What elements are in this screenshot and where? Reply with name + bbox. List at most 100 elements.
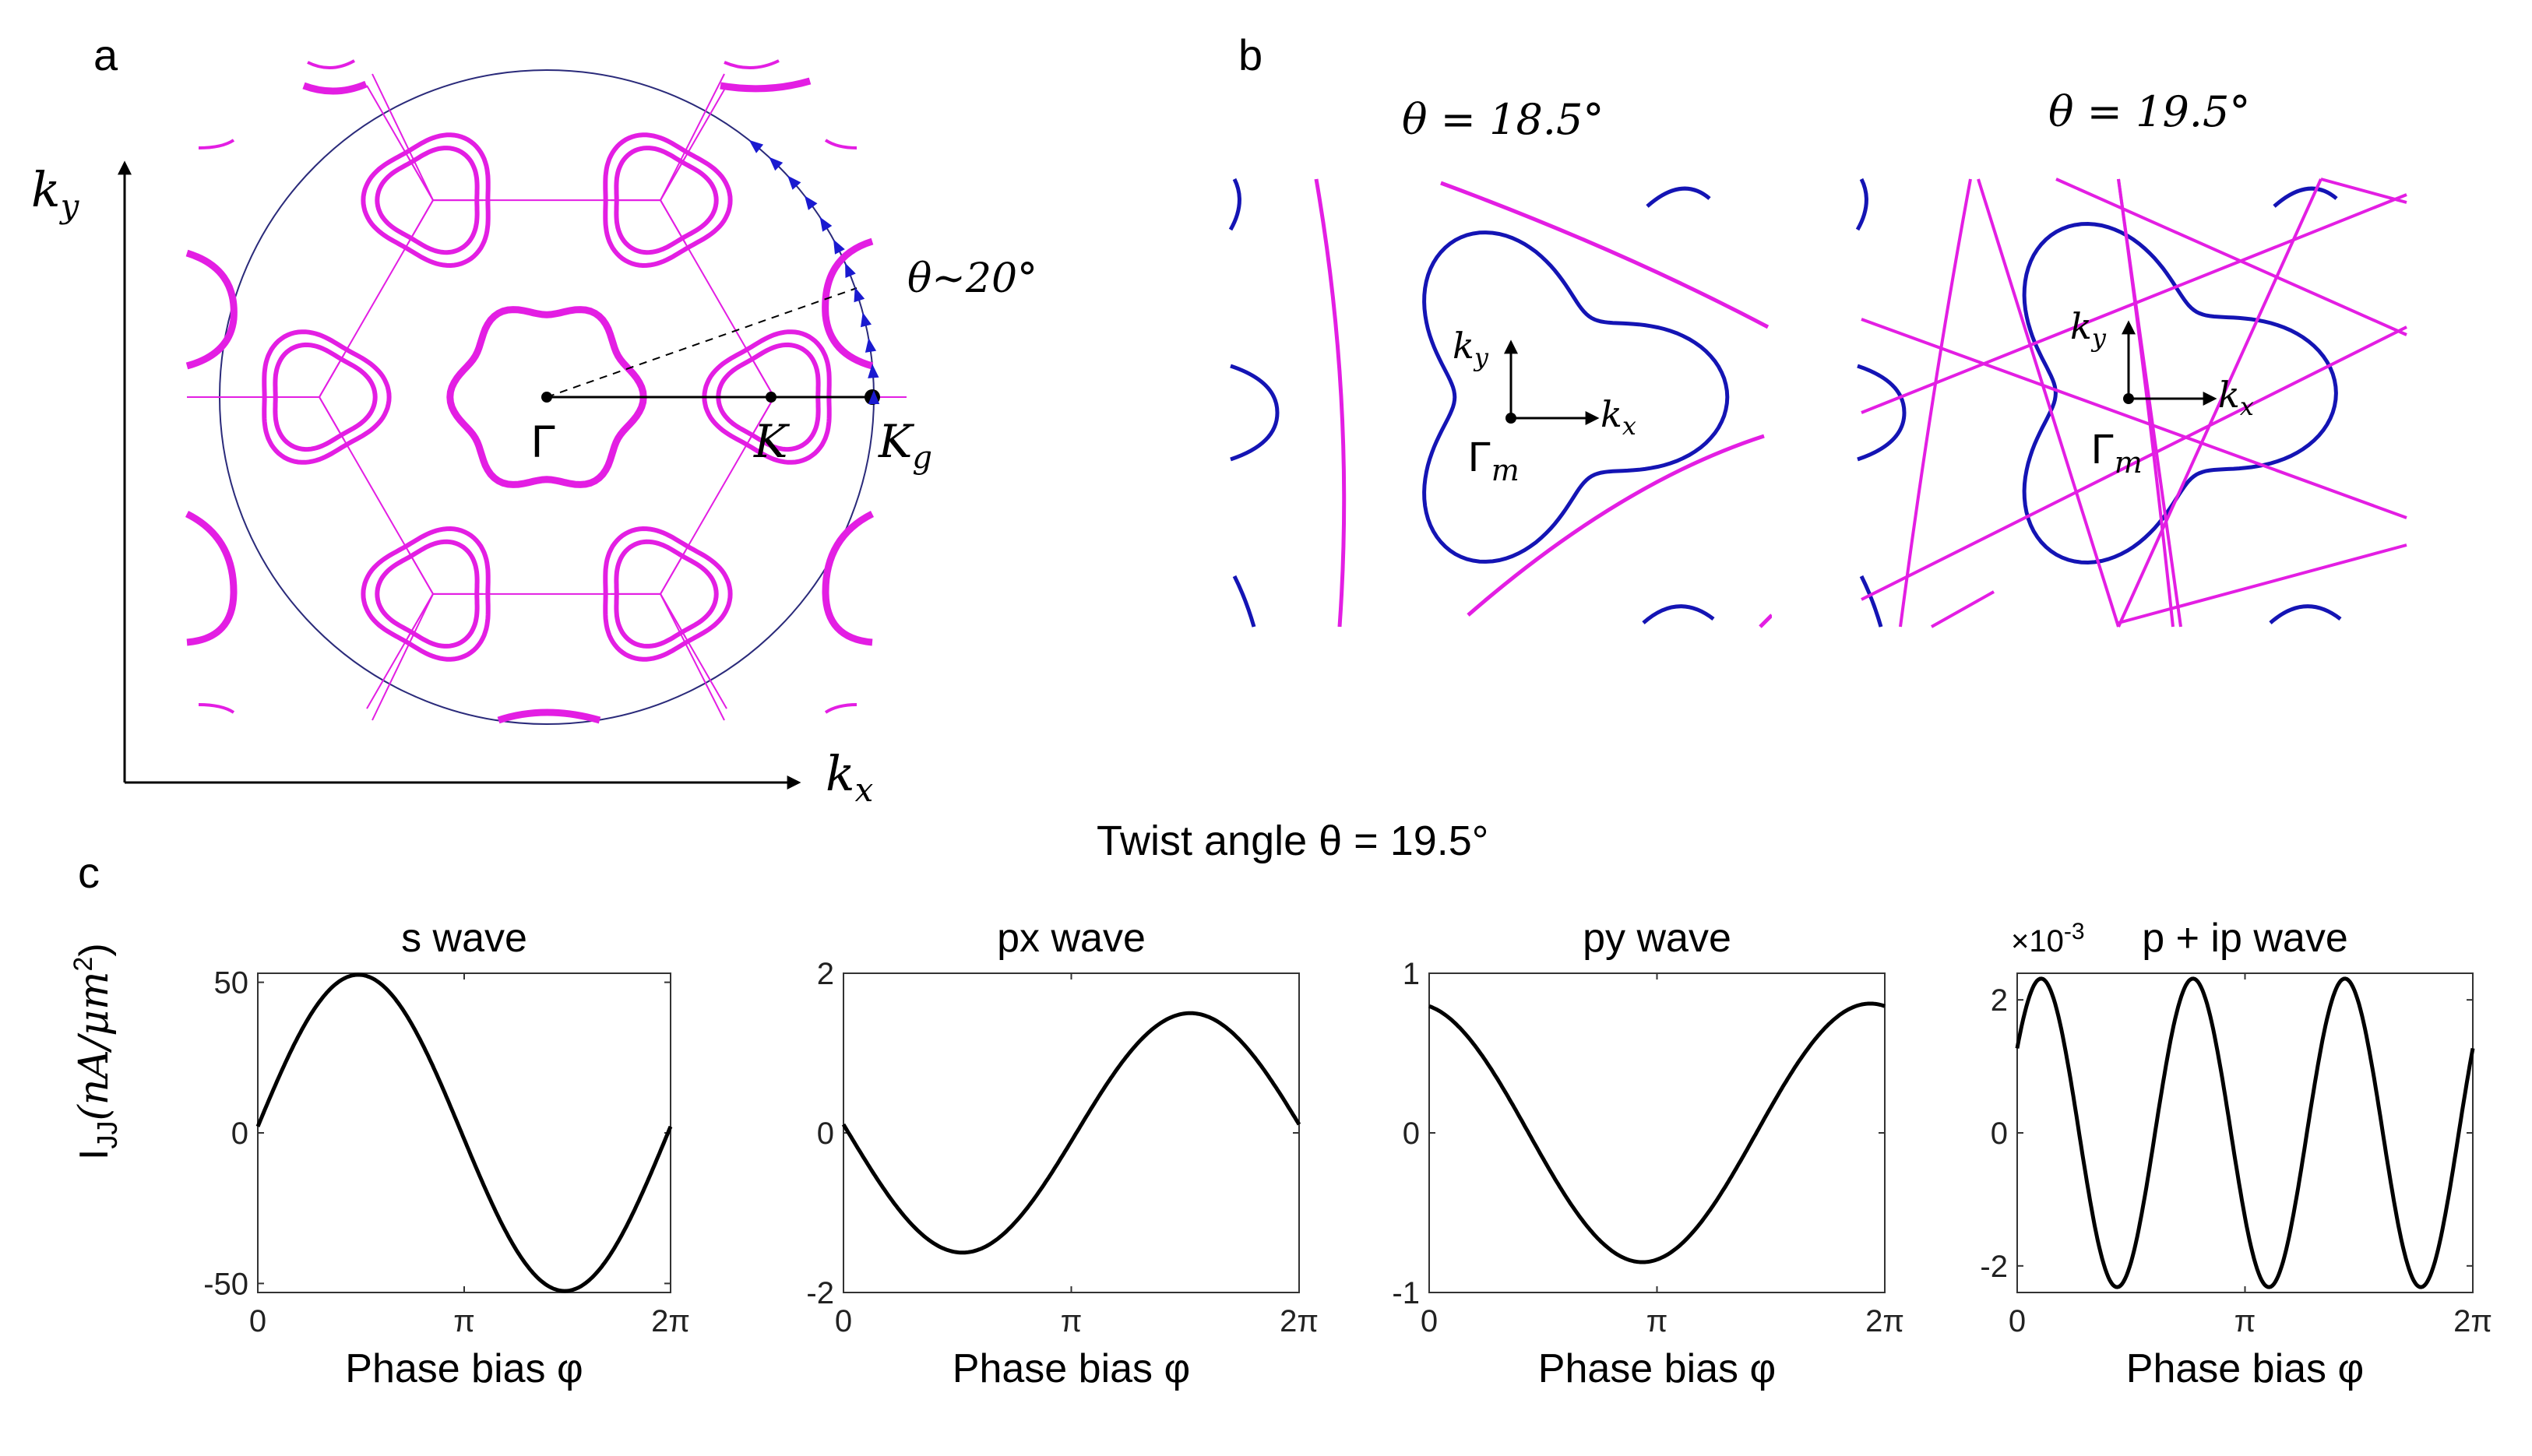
magenta-fermi-line [1759,614,1772,628]
panel-b-right-gamma-label: Γm [2091,426,2143,480]
gamma-point [541,392,552,403]
x-tick-label: 0 [835,1304,852,1338]
panel-c-title: Twist angle θ = 19.5° [1097,818,1488,864]
blue-fermi-arc [1228,178,1241,231]
y-tick-label: 0 [817,1117,834,1151]
x-tick-label: 2π [1280,1304,1319,1338]
y-tick-label: 0 [1403,1117,1420,1151]
twist-arrow-marker [833,239,845,255]
magenta-fermi-line [2320,178,2407,204]
chart-1-title: s wave [401,916,527,961]
blue-fermi-arc [1859,575,1883,628]
k-pocket-inner [375,539,480,649]
pocket-spoke [748,396,775,441]
outer-fermi-arc-thin [724,59,780,70]
panel-a-fermi-surfaces [185,59,907,725]
magenta-fermi-line [1861,318,2407,519]
pocket-spoke [660,550,686,595]
outer-fermi-arc [185,510,238,646]
magenta-fermi-line [1861,325,2407,601]
panel-label-a: a [93,30,118,79]
panel-a-ky-label: ky [31,161,80,225]
chart-4-plot-area [2016,972,2474,1293]
outer-fermi-arc [720,77,812,93]
blue-fermi-arc [1857,364,1907,462]
twist-arrow-marker [787,175,801,190]
y-tick-label: 2 [1991,983,2008,1018]
outer-fermi-arc-thin [198,139,235,149]
chart-2-title: px wave [997,916,1146,961]
twist-dashed-line [546,287,857,398]
panel-b-right-origin [2123,393,2134,404]
twist-arrow-marker [748,139,764,153]
pocket-spoke [748,353,775,398]
panel-label-c: c [78,848,100,897]
k-pocket-inner [375,146,480,255]
honeycomb-edge-outer [660,593,725,721]
k-pocket-outer [361,132,491,269]
chart-1-plot-area [257,972,671,1293]
y-tick-label: 50 [214,966,249,1001]
gamma-pocket [446,306,647,488]
blue-fermi-arc [1232,575,1256,628]
panel-b-right-title: θ = 19.5° [2048,87,2250,136]
x-tick-label: 2π [651,1304,690,1338]
panel-a-brillouin-diagram [118,59,907,790]
y-tick-label: -1 [1392,1276,1420,1310]
twist-arrow-marker [854,287,865,303]
gamma-m-pocket [1422,230,1730,564]
panel-a-angle-label: θ~20° [907,255,1037,302]
x-tick-label: π [2234,1304,2256,1338]
k-pocket-outer [262,329,392,465]
magenta-fermi-line [2055,178,2407,336]
chart-1-current-curve [255,972,673,1293]
twist-arrow-marker [868,364,879,378]
blue-fermi-arc [2269,604,2342,624]
magenta-fermi-line [1467,434,1765,617]
twist-arrow-marker [804,195,818,210]
chart-4-x-label: Phase bias φ [2126,1346,2364,1391]
magenta-fermi-line [2118,543,2407,624]
magenta-fermi-line [2117,178,2175,628]
panel-a-kg-label: Kg [878,415,932,476]
panel-b-left-kx-label: kx [1601,393,1636,441]
y-tick-label: 2 [817,957,834,991]
blue-fermi-arc [1646,186,1711,208]
chart-4-exponent: ×10-3 [2011,919,2085,958]
y-tick-label: 1 [1403,957,1420,991]
magenta-fermi-line [1314,178,1347,628]
y-tick-label: 0 [231,1117,248,1151]
pocket-spoke [319,396,345,441]
magenta-fermi-line [1977,178,2120,628]
panel-b-left-gamma-label: Γm [1468,434,1520,487]
panel-b-right-contours [1855,178,2407,628]
blue-fermi-arc [1855,178,1868,231]
outer-fermi-arc-thin [824,139,857,149]
panel-c-y-label: IJJ(nA/μm2) [69,943,123,1160]
outer-fermi-arc [302,80,368,95]
panel-a-gamma-label: Γ [531,417,556,467]
chart-4-current-curve [2015,976,2475,1289]
k-pocket-outer [603,526,733,662]
twist-arrow-marker [865,338,877,353]
magenta-fermi-line [1861,193,2407,414]
outer-fermi-arc-thin [198,703,235,714]
outer-fermi-arc [822,510,875,646]
panel-b-left-title: θ = 18.5° [1402,95,1604,144]
outer-fermi-arc-thin [824,703,857,714]
pocket-spoke [407,550,434,595]
x-tick-label: π [453,1304,475,1338]
panel-a-kx-label: kx [826,745,874,809]
chart-3-x-label: Phase bias φ [1538,1346,1776,1391]
blue-fermi-arc [1642,604,1715,624]
gamma-m-pocket [2022,221,2338,565]
x-tick-label: π [1646,1304,1668,1338]
pocket-spoke [319,353,345,398]
x-tick-label: 0 [1421,1304,1438,1338]
twist-arrow-marker [868,390,880,404]
x-tick-label: 0 [2009,1304,2026,1338]
panel-b-right-kx-label: kx [2218,374,2254,421]
x-tick-label: π [1061,1304,1083,1338]
